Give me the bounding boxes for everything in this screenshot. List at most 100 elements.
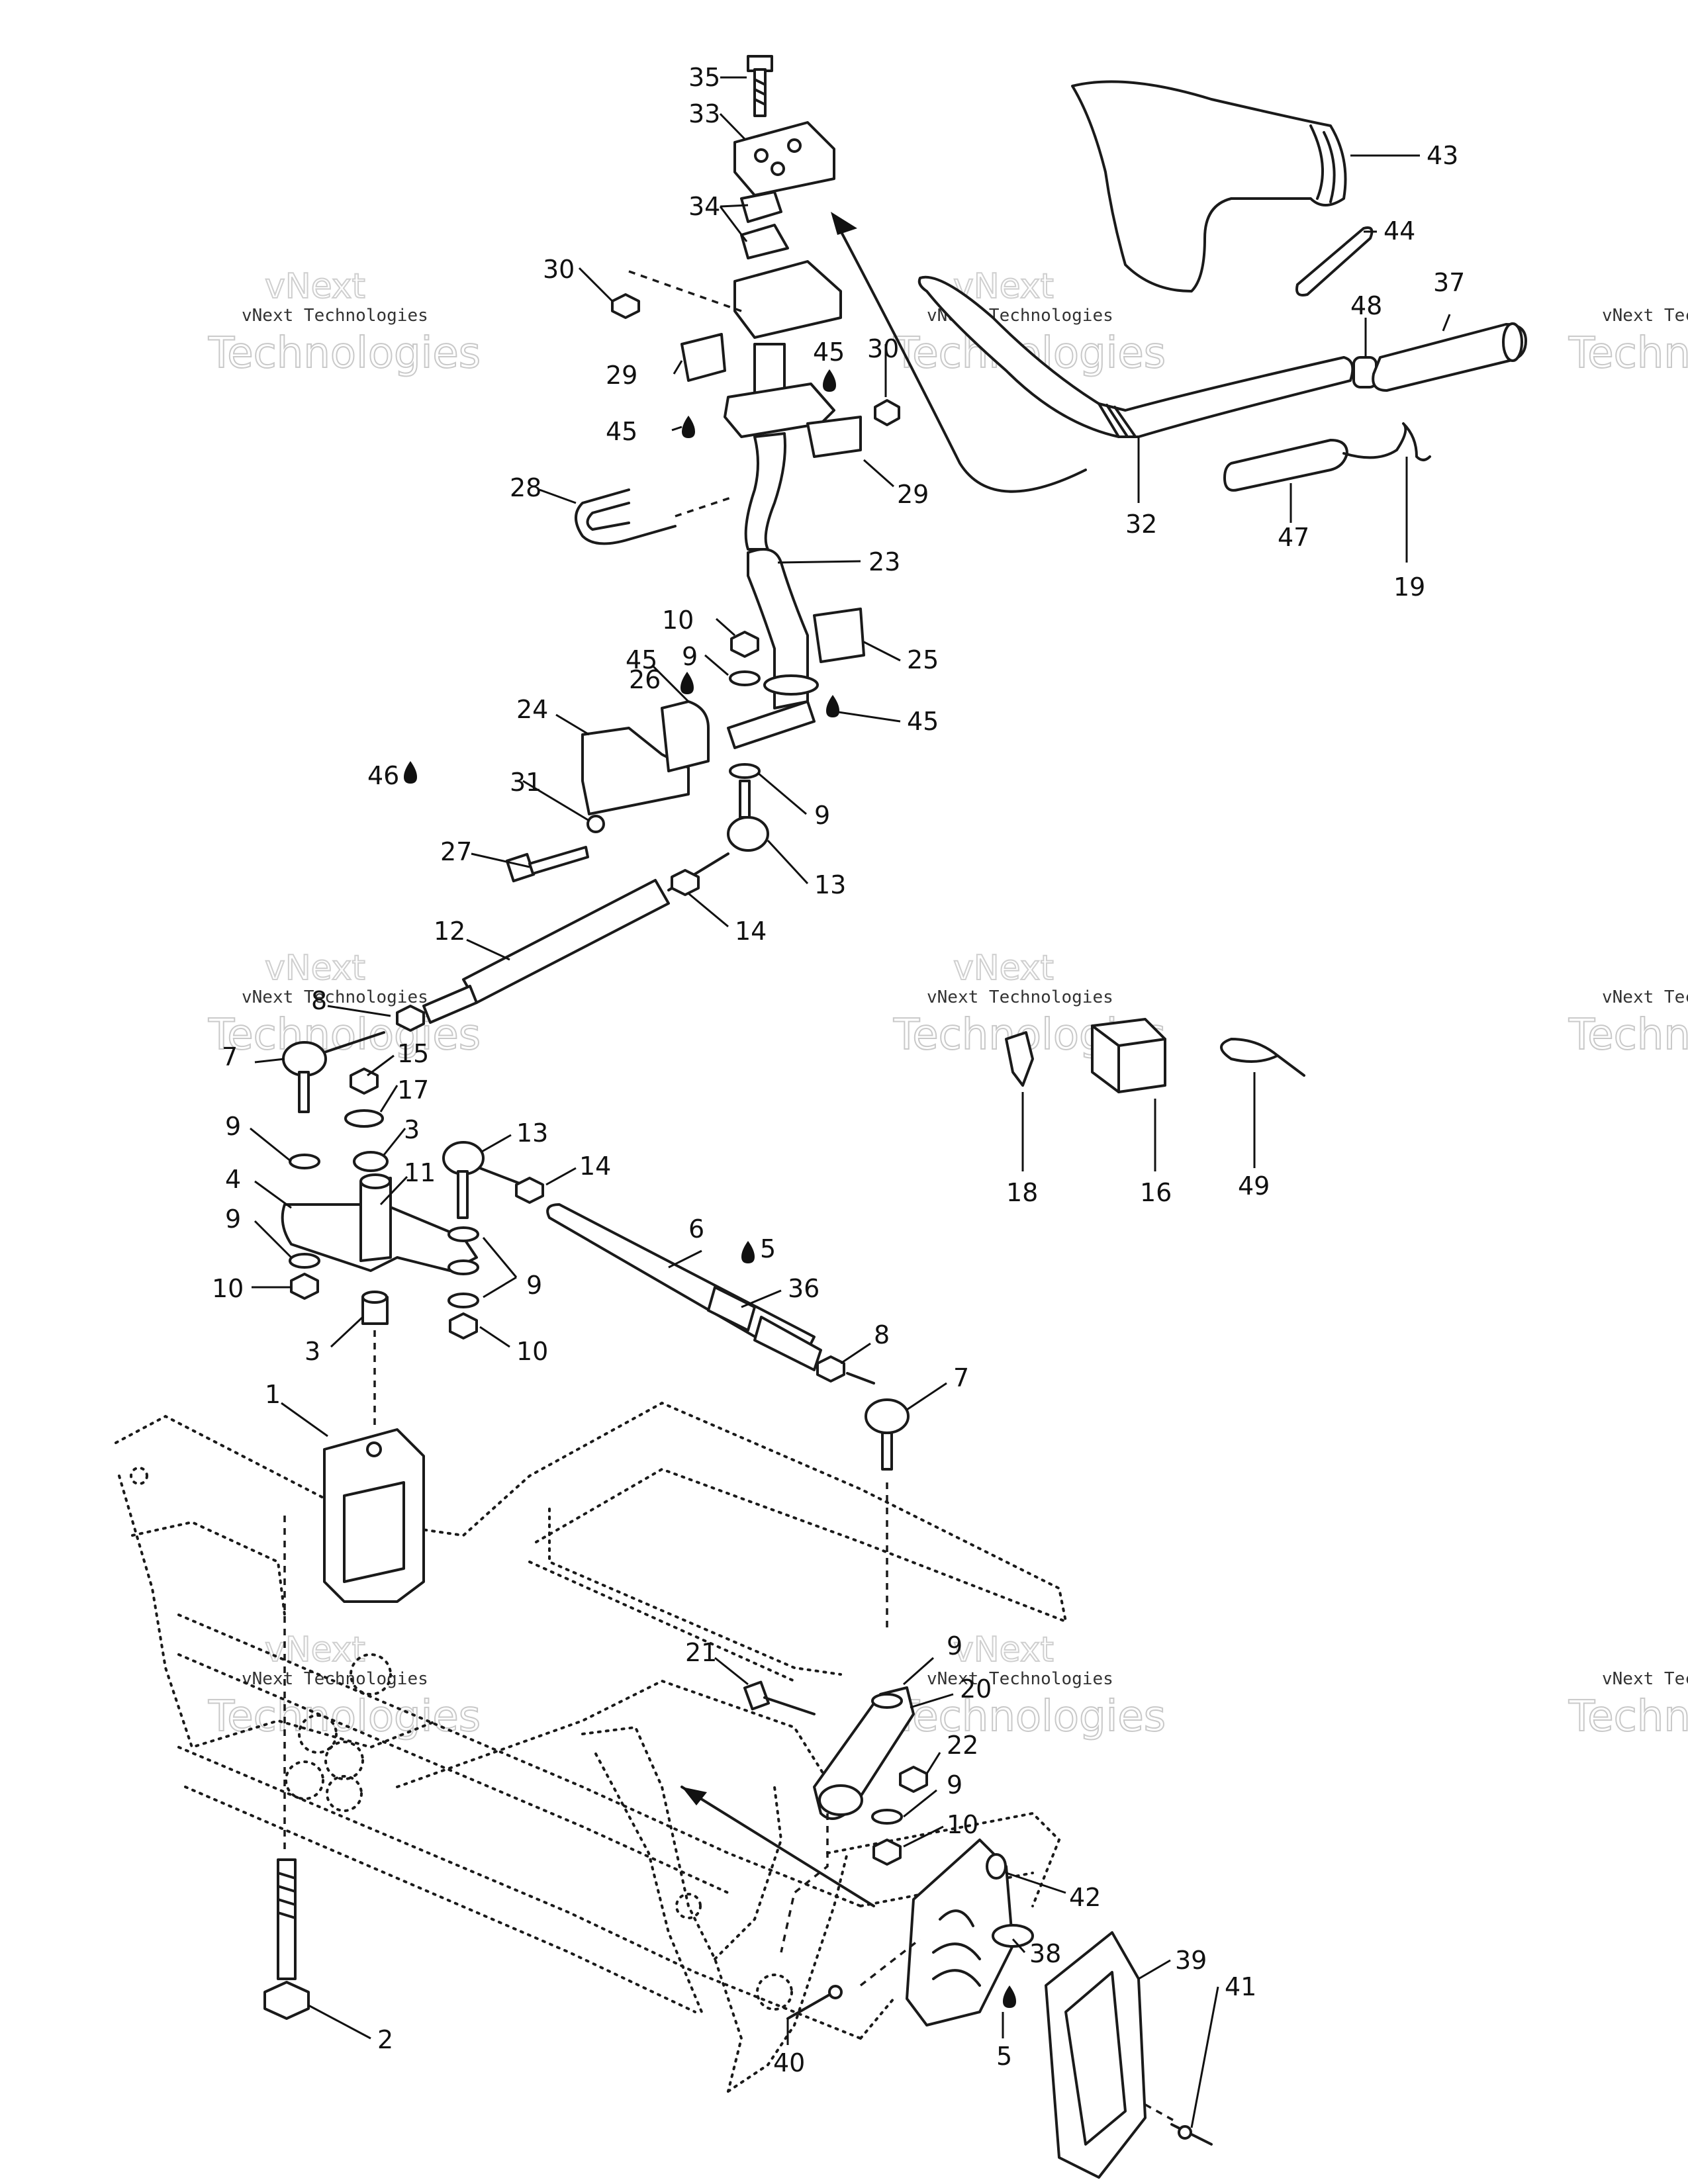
svg-text:vNext: vNext [265, 1630, 365, 1670]
callout-37: 37 [1433, 268, 1465, 297]
callout-2: 2 [377, 2025, 393, 2054]
callout-7: 7 [222, 1042, 238, 1071]
svg-text:vNext Technologies: vNext Technologies [242, 306, 428, 326]
watermark-mid-right: vNext Technologies Technologies [1568, 987, 1688, 1060]
callout-28: 28 [510, 473, 541, 502]
callout-7: 7 [953, 1363, 969, 1392]
connector-16[interactable] [1091, 1018, 1166, 1093]
callout-17: 17 [397, 1075, 429, 1105]
lube-drop-icons [404, 369, 1016, 2008]
drop-icon [741, 1241, 755, 1263]
callout-30: 30 [867, 334, 899, 363]
callout-25: 25 [907, 645, 939, 674]
callout-9: 9 [682, 642, 698, 671]
svg-text:vNext Technologies: vNext Technologies [1602, 306, 1688, 326]
callout-16: 16 [1140, 1178, 1172, 1207]
steering-column-top [575, 55, 900, 551]
tie-rod-end-13-lower[interactable] [442, 1141, 485, 1175]
mount-plate-39[interactable] [1045, 1931, 1147, 2179]
callout-8: 8 [311, 986, 327, 1015]
handlebar-pad[interactable] [1071, 80, 1347, 293]
callout-49: 49 [1238, 1171, 1270, 1201]
callout-45: 45 [606, 417, 637, 446]
callout-15: 15 [397, 1039, 429, 1068]
callout-10: 10 [947, 1810, 978, 1839]
callout-labels: 35 33 34 30 45 30 29 45 29 28 23 10 9 25… [212, 63, 1465, 2077]
throttle-sleeve[interactable] [1223, 439, 1348, 492]
svg-text:Technologies: Technologies [1568, 1692, 1688, 1741]
callout-3: 3 [404, 1115, 420, 1144]
callout-38: 38 [1029, 1939, 1061, 1968]
callout-40: 40 [773, 2048, 805, 2077]
bushing-26[interactable] [661, 700, 710, 772]
leader-lines [250, 76, 1451, 2128]
callout-3: 3 [305, 1337, 320, 1366]
callout-10: 10 [212, 1274, 244, 1303]
svg-text:vNext: vNext [953, 948, 1054, 988]
svg-text:vNext Technologies: vNext Technologies [927, 987, 1113, 1007]
callout-34: 34 [688, 192, 720, 221]
callout-6: 6 [688, 1214, 704, 1244]
callout-1: 1 [265, 1380, 281, 1409]
callout-9: 9 [225, 1205, 241, 1234]
callout-46: 46 [367, 761, 399, 790]
watermark-low-center: vNext vNext Technologies Technologies [892, 1629, 1166, 1742]
svg-text:vNext: vNext [953, 1630, 1054, 1670]
clamp-cap[interactable] [733, 121, 835, 197]
callout-21: 21 [685, 1638, 717, 1667]
drop-icon [404, 761, 417, 784]
drop-icon [680, 672, 694, 694]
lower-column[interactable] [747, 548, 809, 709]
handlebar[interactable] [917, 275, 1354, 438]
handlebar-assembly [831, 80, 1527, 493]
bushing-29[interactable] [680, 333, 726, 382]
callout-39: 39 [1175, 1946, 1207, 1975]
drop-icon [1003, 1985, 1016, 2008]
svg-text:Technologies: Technologies [208, 329, 481, 378]
callout-33: 33 [688, 99, 720, 128]
clamp-24[interactable] [581, 727, 690, 815]
svg-text:Technologies: Technologies [893, 1692, 1166, 1741]
watermark-low-left: vNext vNext Technologies Technologies [207, 1629, 481, 1742]
tie-rod-end-7[interactable] [282, 1041, 327, 1077]
callout-27: 27 [440, 837, 472, 866]
tie-rod-end-7-right[interactable] [865, 1398, 910, 1434]
callout-5: 5 [996, 2042, 1012, 2071]
callout-10: 10 [662, 606, 694, 635]
svg-text:vNext Technologies: vNext Technologies [1602, 1669, 1688, 1689]
callout-9: 9 [526, 1271, 542, 1300]
drop-icon [823, 369, 836, 392]
callout-18: 18 [1006, 1178, 1038, 1207]
terminal-18[interactable] [1005, 1031, 1034, 1087]
half-clamp[interactable] [740, 191, 782, 223]
bushing-25[interactable] [813, 608, 865, 663]
callout-22: 22 [947, 1731, 978, 1760]
callout-30: 30 [543, 255, 575, 284]
riser-block[interactable] [733, 260, 842, 339]
tie-rod-12[interactable] [462, 879, 670, 1004]
pivot-11[interactable] [359, 1177, 392, 1262]
svg-text:vNext: vNext [265, 948, 365, 988]
watermark-top-left: vNext vNext Technologies Technologies [207, 266, 481, 379]
tether-cord[interactable] [1342, 422, 1431, 461]
frame-bracket[interactable] [323, 1428, 425, 1603]
bolt-2[interactable] [277, 1858, 297, 1980]
callout-20: 20 [960, 1674, 992, 1704]
callout-9: 9 [947, 1770, 962, 1799]
grip-insert[interactable] [1295, 226, 1374, 296]
callout-4: 4 [225, 1165, 241, 1194]
svg-text:vNext Technologies: vNext Technologies [1602, 987, 1688, 1007]
cable-tie-49[interactable] [1220, 1038, 1305, 1077]
callout-41: 41 [1225, 1972, 1256, 2001]
watermark-top-right: vNext Technologies Technologies [1568, 306, 1688, 379]
nut-30[interactable] [611, 293, 640, 319]
u-bolt[interactable] [575, 488, 677, 545]
tie-rod-end-13[interactable] [727, 816, 769, 852]
svg-text:vNext Technologies: vNext Technologies [927, 1669, 1113, 1689]
drop-icon [826, 695, 839, 717]
svg-text:vNext Technologies: vNext Technologies [242, 1669, 428, 1689]
callout-43: 43 [1427, 141, 1458, 170]
callout-24: 24 [516, 695, 548, 724]
watermark-low-right: vNext Technologies Technologies [1568, 1669, 1688, 1742]
